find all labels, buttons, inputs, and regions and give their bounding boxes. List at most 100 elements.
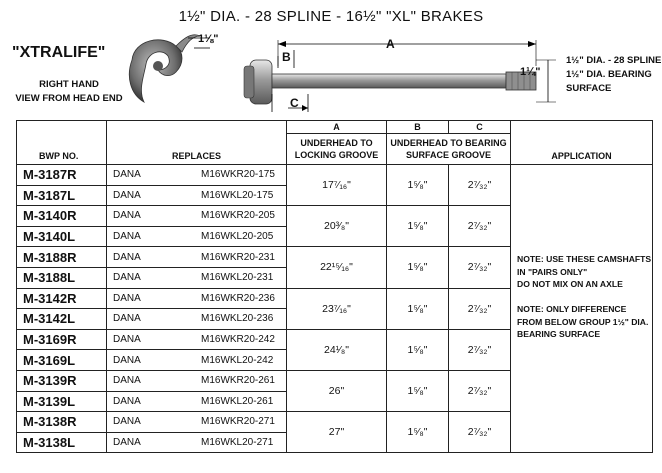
dimension-b: 1⁵⁄₈" bbox=[386, 163, 449, 207]
replaces-part: M16WKR20-242 bbox=[201, 334, 275, 346]
bwp-number: M-3138L bbox=[16, 431, 107, 454]
dimension-a-label: A bbox=[386, 37, 395, 51]
bwp-number: M-3169R bbox=[16, 328, 107, 351]
bwp-number: M-3188R bbox=[16, 246, 107, 268]
dimension-a: 23⁷⁄₁₆" bbox=[286, 287, 387, 330]
replaces-make: DANA bbox=[113, 292, 141, 304]
replaces-part: M16WKL20-271 bbox=[201, 437, 274, 449]
replaces-cell: DANA M16WKL20-205 bbox=[106, 225, 287, 248]
header-application: APPLICATION bbox=[510, 120, 653, 165]
dimension-a: 17⁷⁄₁₆" bbox=[286, 163, 387, 207]
application-note-line: NOTE: ONLY DIFFERENCE bbox=[517, 304, 627, 314]
replaces-cell: DANA M16WKR20-236 bbox=[106, 287, 287, 310]
replaces-cell: DANA M16WKR20-231 bbox=[106, 246, 287, 268]
replaces-cell: DANA M16WKL20-271 bbox=[106, 431, 287, 454]
replaces-make: DANA bbox=[113, 251, 141, 263]
dimension-c: 2⁷⁄₃₂" bbox=[448, 163, 511, 207]
view-note: RIGHT HAND VIEW FROM HEAD END bbox=[14, 78, 124, 106]
spline-note-line: 1½" DIA. BEARING bbox=[566, 69, 652, 80]
dimension-c: 2⁷⁄₃₂" bbox=[448, 328, 511, 371]
replaces-part: M16WKL20-231 bbox=[201, 272, 274, 284]
application-note-line: BEARING SURFACE bbox=[517, 329, 601, 339]
dimension-b: 1⁵⁄₈" bbox=[386, 328, 449, 371]
bwp-number: M-3142R bbox=[16, 287, 107, 310]
header-c: C bbox=[448, 120, 511, 134]
cam-dimension: 1⅛" bbox=[198, 33, 219, 45]
replaces-part: M16WKL20-242 bbox=[201, 354, 274, 366]
replaces-part: M16WKL20-236 bbox=[201, 313, 274, 325]
replaces-cell: DANA M16WKL20-175 bbox=[106, 184, 287, 207]
dimension-c: 2⁷⁄₃₂" bbox=[448, 369, 511, 413]
header-a: A bbox=[286, 120, 387, 134]
replaces-part: M16WKR20-175 bbox=[201, 169, 275, 181]
dimension-a: 26" bbox=[286, 369, 387, 413]
replaces-part: M16WKR20-261 bbox=[201, 375, 275, 387]
bwp-number: M-3139L bbox=[16, 390, 107, 413]
bwp-number: M-3187R bbox=[16, 164, 107, 186]
bwp-number: M-3139R bbox=[16, 369, 107, 392]
application-notes: NOTE: USE THESE CAMSHAFTS IN "PAIRS ONLY"… bbox=[510, 163, 653, 454]
dimension-b: 1⁵⁄₈" bbox=[386, 411, 449, 454]
bwp-number: M-3140L bbox=[16, 225, 107, 248]
replaces-part: M16WKL20-175 bbox=[201, 189, 274, 201]
dimension-c-label: C bbox=[290, 96, 299, 110]
replaces-make: DANA bbox=[113, 416, 141, 428]
header-replaces: REPLACES bbox=[106, 120, 287, 165]
dimension-c: 2⁷⁄₃₂" bbox=[448, 246, 511, 289]
application-note-line: NOTE: USE THESE CAMSHAFTS bbox=[517, 254, 652, 264]
spline-note-line: SURFACE bbox=[566, 83, 612, 94]
dimension-a: 24¹⁄₈" bbox=[286, 328, 387, 371]
table-row: M-3140L DANA M16WKL20-205 bbox=[16, 225, 653, 248]
camshaft-table: BWP NO. REPLACES A B C APPLICATION UNDER… bbox=[16, 120, 653, 454]
replaces-part: M16WKL20-261 bbox=[201, 395, 274, 407]
header-bc-desc: UNDERHEAD TO BEARING SURFACE GROOVE bbox=[386, 133, 511, 165]
replaces-make: DANA bbox=[113, 375, 141, 387]
bwp-number: M-3138R bbox=[16, 411, 107, 433]
dimension-b: 1⁵⁄₈" bbox=[386, 369, 449, 413]
application-note-line: FROM BELOW GROUP 1½" DIA. bbox=[517, 316, 649, 327]
dimension-c: 2⁷⁄₃₂" bbox=[448, 287, 511, 330]
replaces-make: DANA bbox=[113, 189, 141, 201]
bwp-number: M-3169L bbox=[16, 349, 107, 371]
replaces-make: DANA bbox=[113, 169, 141, 181]
application-note-line: IN "PAIRS ONLY" bbox=[517, 266, 588, 277]
dimension-b: 1⁵⁄₈" bbox=[386, 246, 449, 289]
dimension-c: 2⁷⁄₃₂" bbox=[448, 205, 511, 248]
bwp-number: M-3188L bbox=[16, 266, 107, 289]
replaces-make: DANA bbox=[113, 313, 141, 325]
replaces-make: DANA bbox=[113, 437, 141, 449]
dimension-a: 27" bbox=[286, 411, 387, 454]
bwp-number: M-3140R bbox=[16, 205, 107, 227]
replaces-cell: DANA M16WKR20-175 bbox=[106, 164, 287, 186]
replaces-make: DANA bbox=[113, 231, 141, 243]
bwp-number: M-3142L bbox=[16, 308, 107, 330]
shaft-diameter-label: 1¼" bbox=[520, 66, 541, 78]
brand-name: "XTRALIFE" bbox=[12, 44, 106, 61]
page-title: 1½" DIA. - 28 SPLINE - 16½" "XL" BRAKES bbox=[178, 8, 484, 25]
replaces-part: M16WKR20-236 bbox=[201, 292, 275, 304]
view-note-line: VIEW FROM HEAD END bbox=[15, 93, 123, 104]
replaces-cell: DANA M16WKR20-261 bbox=[106, 369, 287, 392]
dimension-c: 2⁷⁄₃₂" bbox=[448, 411, 511, 454]
replaces-part: M16WKL20-205 bbox=[201, 231, 274, 243]
table-row: M-3139R DANA M16WKR20-261 26"1⁵⁄₈"2⁷⁄₃₂" bbox=[16, 369, 653, 413]
table-row: M-3169L DANA M16WKL20-242 bbox=[16, 349, 653, 371]
cam-head-illustration bbox=[128, 34, 210, 104]
header-b: B bbox=[386, 120, 449, 134]
replaces-cell: DANA M16WKL20-236 bbox=[106, 308, 287, 330]
dimension-b: 1⁵⁄₈" bbox=[386, 205, 449, 248]
replaces-part: M16WKR20-231 bbox=[201, 251, 275, 263]
replaces-make: DANA bbox=[113, 354, 141, 366]
replaces-part: M16WKR20-205 bbox=[201, 210, 275, 222]
spline-note: 1½" DIA. - 28 SPLINE 1½" DIA. BEARING SU… bbox=[566, 54, 661, 96]
